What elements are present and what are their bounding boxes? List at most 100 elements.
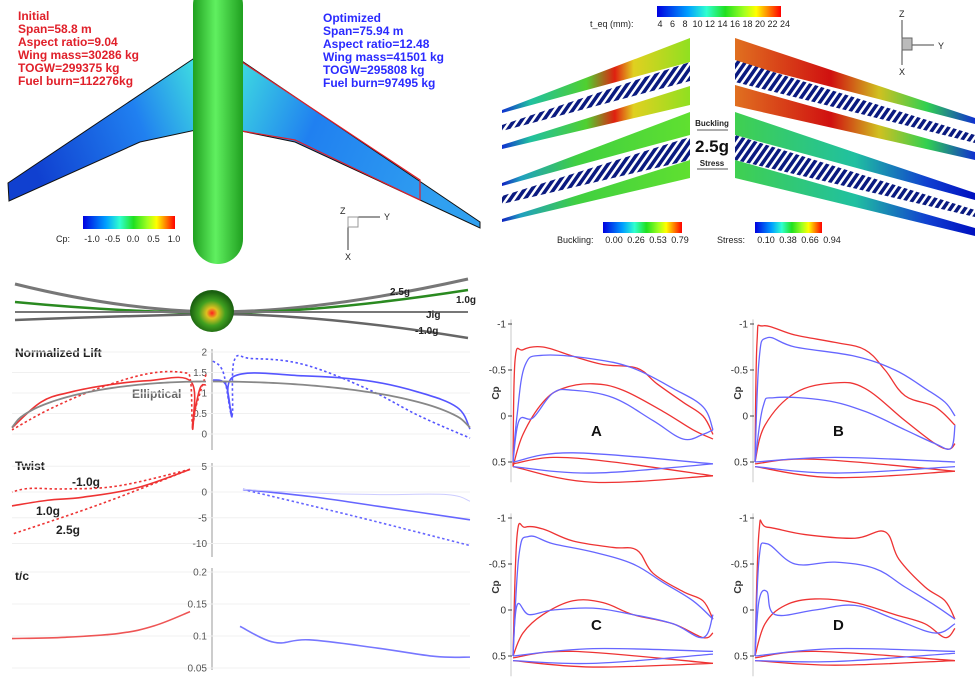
y-tick-label: -1 [739,320,748,331]
y-tick-label: 0.1 [193,632,207,643]
fuselage [193,0,243,264]
y-tick-label: 0.15 [188,600,208,611]
y-tick-label: -1 [497,320,506,331]
panel-label: A [591,423,602,440]
deflection-label-minus-1-0g: -1.0g [415,326,438,337]
series-optimized-airfoil-upper [754,647,956,657]
series-optimized-airfoil-upper [512,452,714,465]
y-tick-label: 0 [500,606,506,617]
series-optimized-airfoil-lower [754,652,956,663]
twist-label-1-0g: 1.0g [36,504,60,518]
series-optimized-lower [754,589,956,657]
series-initial-lower [754,381,956,463]
series-optimized-upper [754,542,956,657]
twist-label-minus-1-0g: -1.0g [72,475,100,489]
initial-aspect-ratio: Aspect ratio=9.04 [18,35,118,49]
series-elliptical-R [212,380,471,429]
initial-togw: TOGW=299375 kg [18,61,120,75]
fuselage-front [190,290,234,332]
series-optimized-lower [512,388,714,463]
colorbar-tick-label: 0.0 [127,234,140,244]
series-optimized-airfoil-lower [512,463,714,474]
y-tick-label: 0.5 [734,652,748,663]
series-initial-lower [512,383,714,467]
initial-span: Span=58.8 m [18,22,92,36]
buckling-colorbar-label: Buckling: [557,235,594,245]
panel-label: C [591,617,602,634]
y-tick-label: -10 [193,539,208,550]
thickness-colorbar [657,6,781,17]
load-case-label: 2.5g [695,137,729,156]
y-tick-label: 0 [742,412,748,423]
colorbar-tick-label: 12 [705,19,715,29]
left-spars-ribs-thickness [502,62,690,131]
y-tick-label: 0 [201,488,207,499]
optimized-togw: TOGW=295808 kg [323,63,425,77]
colorbar-tick-label: 0.94 [823,235,841,245]
series-initial-airfoil-lower [512,659,714,668]
buckling-label: Buckling [695,119,729,128]
y-tick-label: -1 [497,514,506,525]
series-optimized-1-0g [242,488,471,502]
series-optimized-airfoil-lower [754,465,956,474]
series-optimized-lower [512,602,714,657]
y-tick-label: 0.5 [734,458,748,469]
left-lower-skin-stress [502,160,690,222]
colorbar-tick-label: 20 [755,19,765,29]
initial-fuel-burn: Fuel burn=112276kg [18,74,133,88]
series-elliptical-L [11,380,207,429]
colorbar-tick-label: 0.26 [627,235,645,245]
series-initial-airfoil-upper [512,650,714,665]
right-spars-ribs-thickness [735,60,975,143]
colorbar-tick-label: 0.00 [605,235,623,245]
series-initial-airfoil-upper [754,650,956,662]
series-optimized-lower [754,396,956,463]
y-tick-label: -0.5 [731,366,749,377]
triad-x-label: X [899,67,905,77]
cp-distribution-panels: -1-0.500.5CpA-1-0.500.5CpB-1-0.500.5CpC-… [489,319,956,677]
colorbar-tick-label: 14 [717,19,727,29]
cp-panel-b: -1 -0.5 0 0.5 CpB [731,319,956,483]
right-lower-skin-stress [735,160,975,236]
colorbar-tick-label: -0.5 [105,234,121,244]
panel-label: B [833,423,844,440]
y-axis-label: Cp [733,386,744,399]
series-initial-airfoil-upper [512,456,714,477]
y-tick-label: 1.5 [193,368,207,379]
left-spars-ribs-failure [502,137,690,204]
colorbar-tick-label: 4 [657,19,662,29]
triad-y-label: Y [384,212,390,222]
y-tick-label: 5 [201,462,207,473]
y-tick-label: -5 [198,513,207,524]
deflection-label-jig: Jig [426,310,440,321]
series-optimized-2-5g [242,488,471,547]
series-initial-upper [754,324,956,463]
colorbar-tick-label: 22 [767,19,777,29]
series-initial [11,610,191,640]
colorbar-tick-label: 0.79 [671,235,689,245]
y-tick-label: 2 [201,348,207,359]
panel-label: D [833,617,844,634]
triad-z-label: Z [899,9,905,19]
series-optimized-airfoil-upper [512,647,714,657]
optimized-annotation: Optimized Span=75.94 m Aspect ratio=12.4… [323,11,444,90]
series-optimized-upper [754,336,956,463]
optimized-title: Optimized [323,11,381,25]
optimized-span: Span=75.94 m [323,24,403,38]
optimized-fuel-burn: Fuel burn=97495 kg [323,76,435,90]
colorbar-tick-label: 24 [780,19,790,29]
colorbar-tick-label: 0.38 [779,235,797,245]
deflection-label-1-0g: 1.0g [456,295,476,306]
triad-y-label: Y [938,41,944,51]
left-upper-skin-buckling [502,112,690,186]
triad-x-label: X [345,252,351,262]
wing-deflection-view: 2.5g 1.0g Jig -1.0g [14,277,476,340]
stress-colorbar [755,222,822,233]
